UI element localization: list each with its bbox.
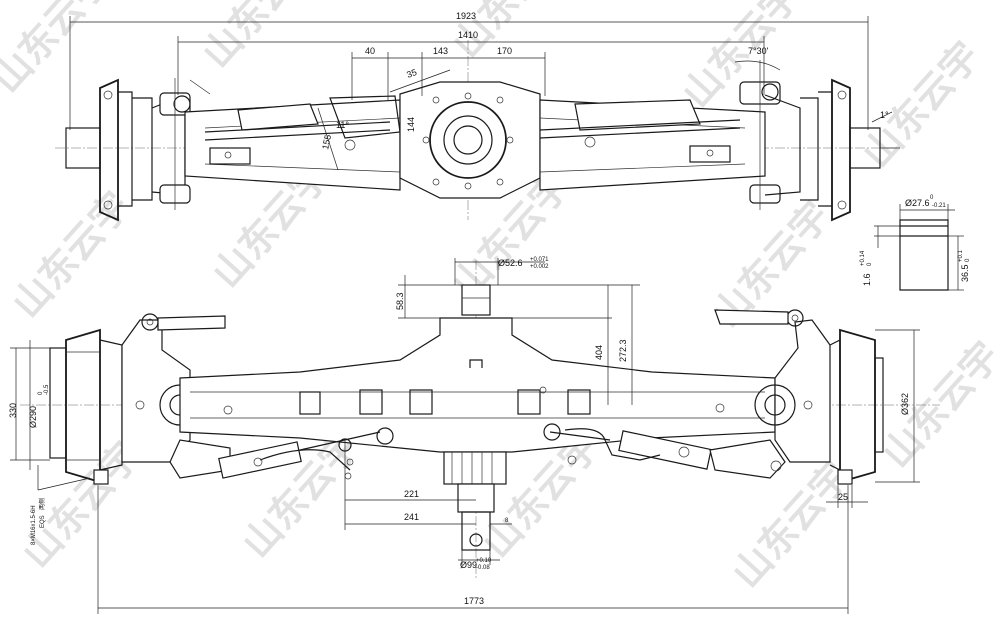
- dim-144: 144: [406, 117, 416, 132]
- pin-detail: Ø27.6 0 -0.21 36.5 +0.1 0 1.6 +0.14 0: [860, 195, 971, 291]
- dim-1410: 1410: [458, 30, 478, 40]
- dim-362: Ø362: [900, 393, 910, 415]
- thread-note: 8×M16x1.5-6H: [31, 505, 37, 545]
- dim-35: 35: [405, 67, 418, 80]
- dim-25: 25: [838, 492, 848, 502]
- dim-99-tol-lo: -0.08: [476, 565, 490, 571]
- dim-58: 58.3: [395, 292, 405, 310]
- dim-1773: 1773: [464, 596, 484, 606]
- dim-8: 8: [505, 518, 509, 524]
- pin-gap-tol-up: +0.14: [860, 250, 866, 266]
- dim-99: Ø99: [460, 560, 477, 570]
- dim-99-tol-up: +0.10: [476, 558, 492, 564]
- dim-290: Ø290: [28, 406, 38, 428]
- pin-gap-tol-lo: 0: [867, 262, 873, 266]
- watermark-text: 山东云宇: [194, 0, 328, 76]
- dim-52-tol-up: +0.071: [530, 257, 549, 263]
- pin-h-tol-lo: 0: [965, 258, 971, 262]
- watermark-text: 山东云宇: [0, 0, 118, 101]
- pin-h-tol-up: +0.1: [958, 249, 964, 262]
- front-view: [20, 260, 940, 580]
- dim-290-tol-lo: -0.5: [44, 384, 50, 395]
- dim-290-tol-up: 0: [38, 391, 44, 395]
- dim-40: 40: [365, 46, 375, 56]
- thread-note-sides: 两侧: [38, 498, 46, 510]
- pin-dia: Ø27.6: [905, 198, 930, 208]
- dim-155: 155: [320, 134, 333, 151]
- front-view-dimensions: Ø52.6 +0.071 +0.002 58.3 404 272.3 330 Ø…: [8, 257, 920, 614]
- pin-dia-tol-up: 0: [930, 195, 934, 201]
- top-view: [55, 40, 900, 222]
- pin-gap: 1.6: [862, 273, 872, 286]
- pin-dia-tol-lo: -0.21: [932, 203, 946, 209]
- top-view-dimensions: 1923 1410 40 143 170 7°30' 35 11° 144 15…: [69, 11, 893, 171]
- watermark-text: 山东云宇: [234, 424, 368, 566]
- pin-h: 36.5: [960, 264, 970, 282]
- dim-404: 404: [594, 345, 604, 360]
- dim-241: 241: [404, 512, 419, 522]
- dim-143: 143: [433, 46, 448, 56]
- dim-52: Ø52.6: [498, 258, 523, 268]
- dim-7-30: 7°30': [748, 46, 769, 56]
- dim-170: 170: [497, 46, 512, 56]
- dim-52-tol-lo: +0.002: [530, 264, 549, 270]
- dim-1923: 1923: [456, 11, 476, 21]
- thread-note-eqs: EQS: [40, 515, 46, 528]
- dim-11: 11°: [336, 120, 349, 130]
- dim-1deg: 1°: [880, 110, 889, 120]
- dim-221: 221: [404, 489, 419, 499]
- watermark-text: 山东云宇: [854, 34, 988, 176]
- dim-272: 272.3: [618, 339, 628, 362]
- dim-330: 330: [8, 403, 18, 418]
